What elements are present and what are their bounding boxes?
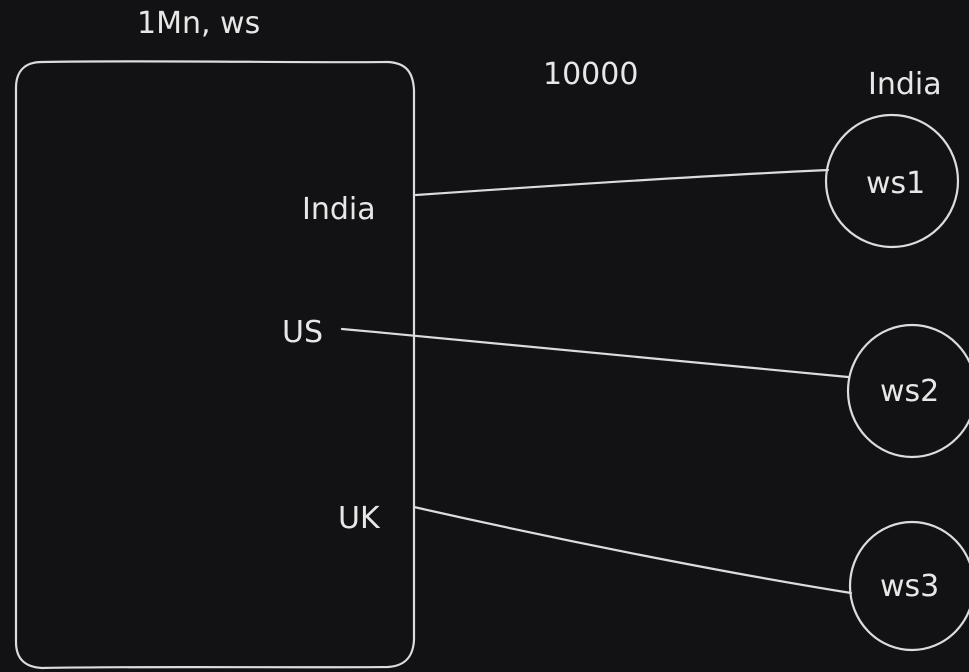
region-label-us: US <box>282 315 323 350</box>
connector-us-ws2 <box>340 327 850 379</box>
connector-uk-ws3 <box>412 505 853 595</box>
region-label-uk: UK <box>338 501 381 536</box>
region-label-india: India <box>302 192 376 227</box>
top-label: 1Mn, ws <box>137 6 260 41</box>
server-node-ws2 <box>846 323 969 459</box>
server-label-ws1: ws1 <box>866 166 925 201</box>
connector-india-ws1 <box>414 168 830 197</box>
server-node-ws3 <box>848 520 969 652</box>
server-node-ws1 <box>824 113 960 249</box>
server-label-ws3: ws3 <box>880 569 939 604</box>
server-label-ws2: ws2 <box>880 374 939 409</box>
region-heading: India <box>868 67 942 102</box>
count-label: 10000 <box>543 57 638 92</box>
main-server-box <box>14 60 416 670</box>
